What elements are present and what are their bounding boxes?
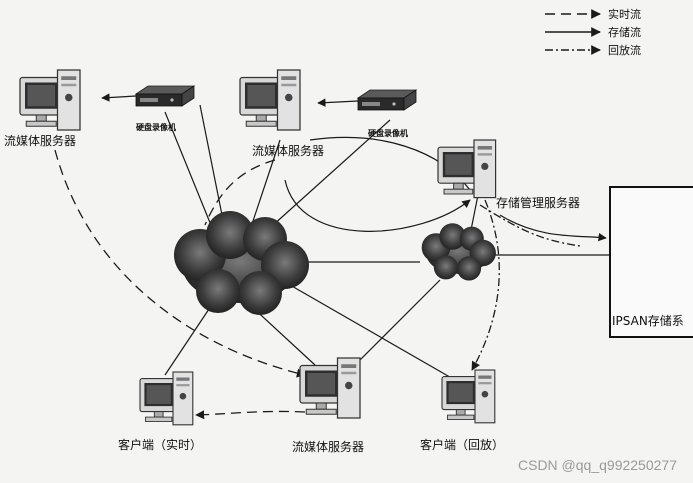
client-playback-icon bbox=[441, 369, 496, 424]
stream-server-2-icon bbox=[239, 69, 301, 131]
ipsan-storage-box bbox=[609, 186, 693, 338]
stream-server-1-icon bbox=[19, 69, 81, 131]
client-realtime-label: 客户端（实时） bbox=[118, 438, 203, 452]
network-cloud-secondary bbox=[421, 223, 496, 281]
playback-flows bbox=[471, 199, 581, 371]
network-cloud-main bbox=[174, 211, 309, 315]
storage-mgmt-server-icon bbox=[437, 139, 497, 199]
client-realtime-icon bbox=[139, 371, 194, 426]
client-playback-label: 客户端（回放） bbox=[420, 438, 505, 452]
storage-mgmt-server-label: 存储管理服务器 bbox=[496, 196, 581, 210]
stream-server-2-label: 流媒体服务器 bbox=[252, 144, 325, 158]
dvr-2-icon bbox=[357, 89, 417, 111]
dvr-1-icon bbox=[135, 85, 195, 107]
legend bbox=[545, 9, 601, 55]
stream-server-3-icon bbox=[299, 357, 361, 419]
stream-server-3-label: 流媒体服务器 bbox=[292, 440, 365, 454]
legend-realtime-label: 实时流 bbox=[608, 8, 641, 21]
legend-playback-label: 回放流 bbox=[608, 44, 641, 57]
stream-server-1-label: 流媒体服务器 bbox=[4, 134, 77, 148]
realtime-flows bbox=[54, 149, 306, 420]
dvr-2-label: 硬盘录像机 bbox=[368, 129, 408, 138]
csdn-watermark: CSDN @qq_q992250277 bbox=[518, 457, 677, 473]
ipsan-label: IPSAN存储系 bbox=[612, 314, 684, 328]
dvr-1-label: 硬盘录像机 bbox=[136, 123, 176, 132]
connections bbox=[101, 93, 609, 381]
legend-storage-label: 存储流 bbox=[608, 26, 641, 39]
